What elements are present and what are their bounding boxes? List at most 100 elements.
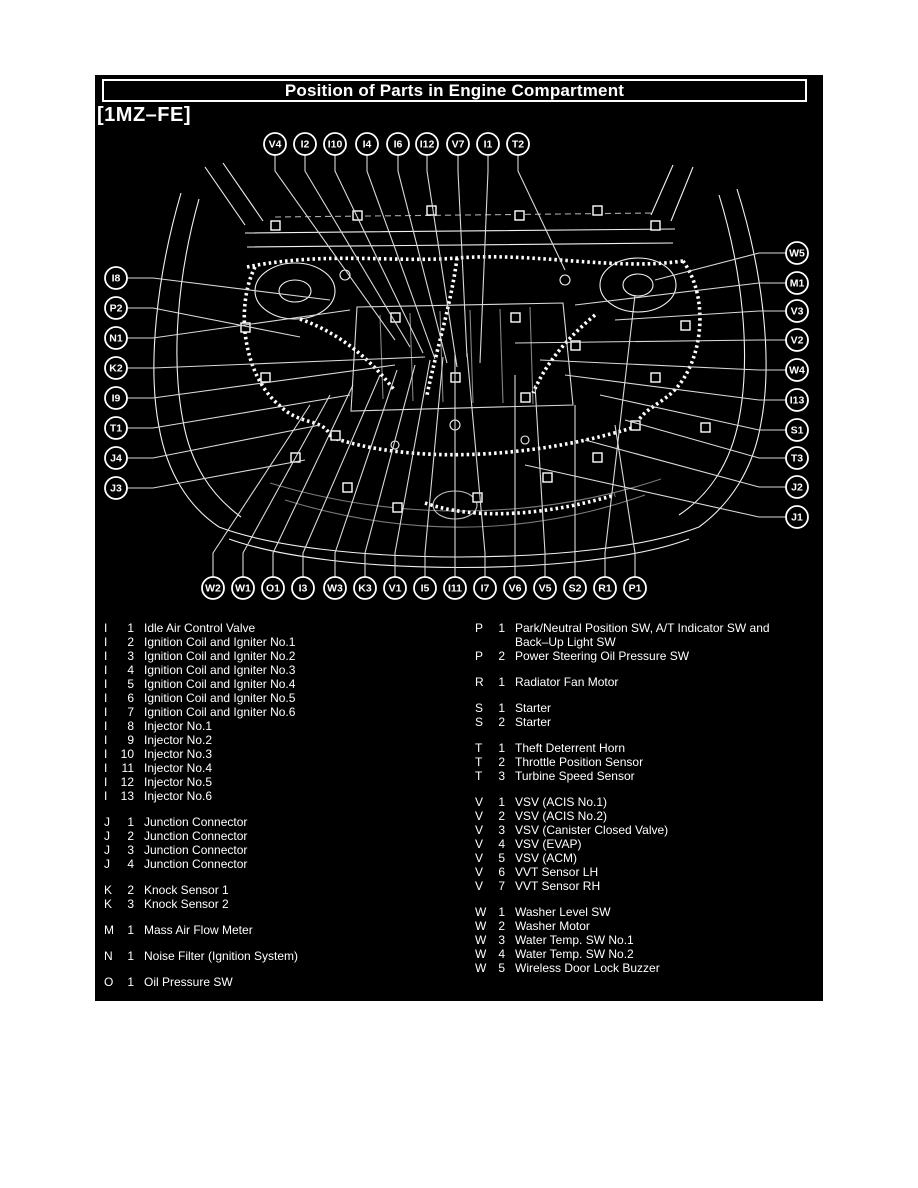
leader-line bbox=[564, 374, 786, 401]
leader-line bbox=[424, 356, 444, 577]
callout-label: T1 bbox=[110, 423, 122, 435]
callout-label: J1 bbox=[791, 512, 803, 524]
legend-part-name: VVT Sensor RH bbox=[515, 879, 601, 893]
callout-j2: J2 bbox=[785, 475, 809, 499]
legend-number: 10 bbox=[120, 747, 134, 761]
callout-label: I8 bbox=[112, 273, 121, 285]
callout-circle bbox=[104, 326, 128, 350]
callout-label: I12 bbox=[420, 139, 435, 151]
legend-part-name: Water Temp. SW No.2 bbox=[515, 947, 634, 961]
legend-letter: I bbox=[104, 663, 108, 677]
legend-letter: W bbox=[475, 933, 487, 947]
legend-number: 4 bbox=[127, 857, 134, 871]
callout-v2: V2 bbox=[785, 328, 809, 352]
legend-letter: T bbox=[475, 741, 483, 755]
legend-letter: T bbox=[475, 769, 483, 783]
callout-j3: J3 bbox=[104, 476, 128, 500]
legend-letter: J bbox=[104, 815, 110, 829]
leader-line bbox=[127, 309, 351, 339]
legend-part-name: Injector No.5 bbox=[144, 775, 213, 789]
leader-line bbox=[334, 369, 398, 577]
legend-number: 4 bbox=[127, 663, 134, 677]
callout-circle bbox=[104, 266, 128, 290]
leader-line bbox=[539, 359, 786, 371]
leader-line bbox=[599, 394, 786, 431]
leader-line bbox=[534, 384, 546, 577]
callout-w2: W2 bbox=[201, 576, 225, 600]
legend-part-name: Radiator Fan Motor bbox=[515, 675, 619, 689]
legend-part-name: Park/Neutral Position SW, A/T Indicator … bbox=[515, 621, 770, 649]
callout-label: I13 bbox=[790, 395, 805, 407]
callout-circle bbox=[386, 132, 410, 156]
legend-number: 12 bbox=[120, 775, 134, 789]
legend-letter: W bbox=[475, 905, 487, 919]
callout-label: J2 bbox=[791, 482, 803, 494]
legend-letter: J bbox=[104, 857, 110, 871]
callout-circle bbox=[413, 576, 437, 600]
callout-circle bbox=[104, 446, 128, 470]
callout-circle bbox=[353, 576, 377, 600]
callout-circle bbox=[415, 132, 439, 156]
callout-circle bbox=[785, 328, 809, 352]
legend-part-name: Starter bbox=[515, 701, 552, 715]
leader-line bbox=[212, 404, 311, 577]
callout-i1: I1 bbox=[476, 132, 500, 156]
legend-part-name: Ignition Coil and Igniter No.6 bbox=[144, 705, 296, 719]
legend-number: 4 bbox=[498, 837, 505, 851]
legend-part-name: Oil Pressure SW bbox=[144, 975, 233, 989]
legend-letter: K bbox=[104, 897, 113, 911]
legend-part-name: Ignition Coil and Igniter No.1 bbox=[144, 635, 296, 649]
legend-number: 3 bbox=[498, 933, 505, 947]
callout-i7: I7 bbox=[473, 576, 497, 600]
callout-i6: I6 bbox=[386, 132, 410, 156]
callout-circle bbox=[473, 576, 497, 600]
legend-number: 5 bbox=[498, 851, 505, 865]
callout-m1: M1 bbox=[785, 271, 809, 295]
legend-number: 13 bbox=[120, 789, 134, 803]
legend-letter: W bbox=[475, 947, 487, 961]
legend-letter: V bbox=[475, 865, 484, 879]
callout-v7: V7 bbox=[446, 132, 470, 156]
leader-line bbox=[479, 155, 489, 364]
wiring-harness-art bbox=[242, 255, 702, 516]
callout-leader-lines bbox=[127, 155, 786, 577]
legend-letter: M bbox=[104, 923, 114, 937]
callout-circle bbox=[476, 132, 500, 156]
callout-w5: W5 bbox=[785, 241, 809, 265]
callout-circle bbox=[104, 296, 128, 320]
leader-line bbox=[127, 394, 351, 429]
callout-w4: W4 bbox=[785, 358, 809, 382]
legend-letter: T bbox=[475, 755, 483, 769]
leader-line bbox=[524, 464, 786, 518]
legend-letter: I bbox=[104, 635, 108, 649]
legend-part-name: Injector No.3 bbox=[144, 747, 213, 761]
legend-letter: V bbox=[475, 837, 484, 851]
leader-line bbox=[302, 374, 381, 577]
leader-line bbox=[457, 155, 468, 358]
legend-part-name: Starter bbox=[515, 715, 552, 729]
legend-number: 3 bbox=[127, 897, 134, 911]
legend-part-name: Junction Connector bbox=[144, 857, 248, 871]
legend-number: 3 bbox=[127, 649, 134, 663]
callout-label: I7 bbox=[481, 583, 490, 595]
leader-line bbox=[127, 307, 301, 338]
legend-letter: I bbox=[104, 761, 108, 775]
callout-label: M1 bbox=[790, 278, 805, 290]
legend-part-name: Wireless Door Lock Buzzer bbox=[515, 961, 660, 975]
callout-circle bbox=[263, 132, 287, 156]
